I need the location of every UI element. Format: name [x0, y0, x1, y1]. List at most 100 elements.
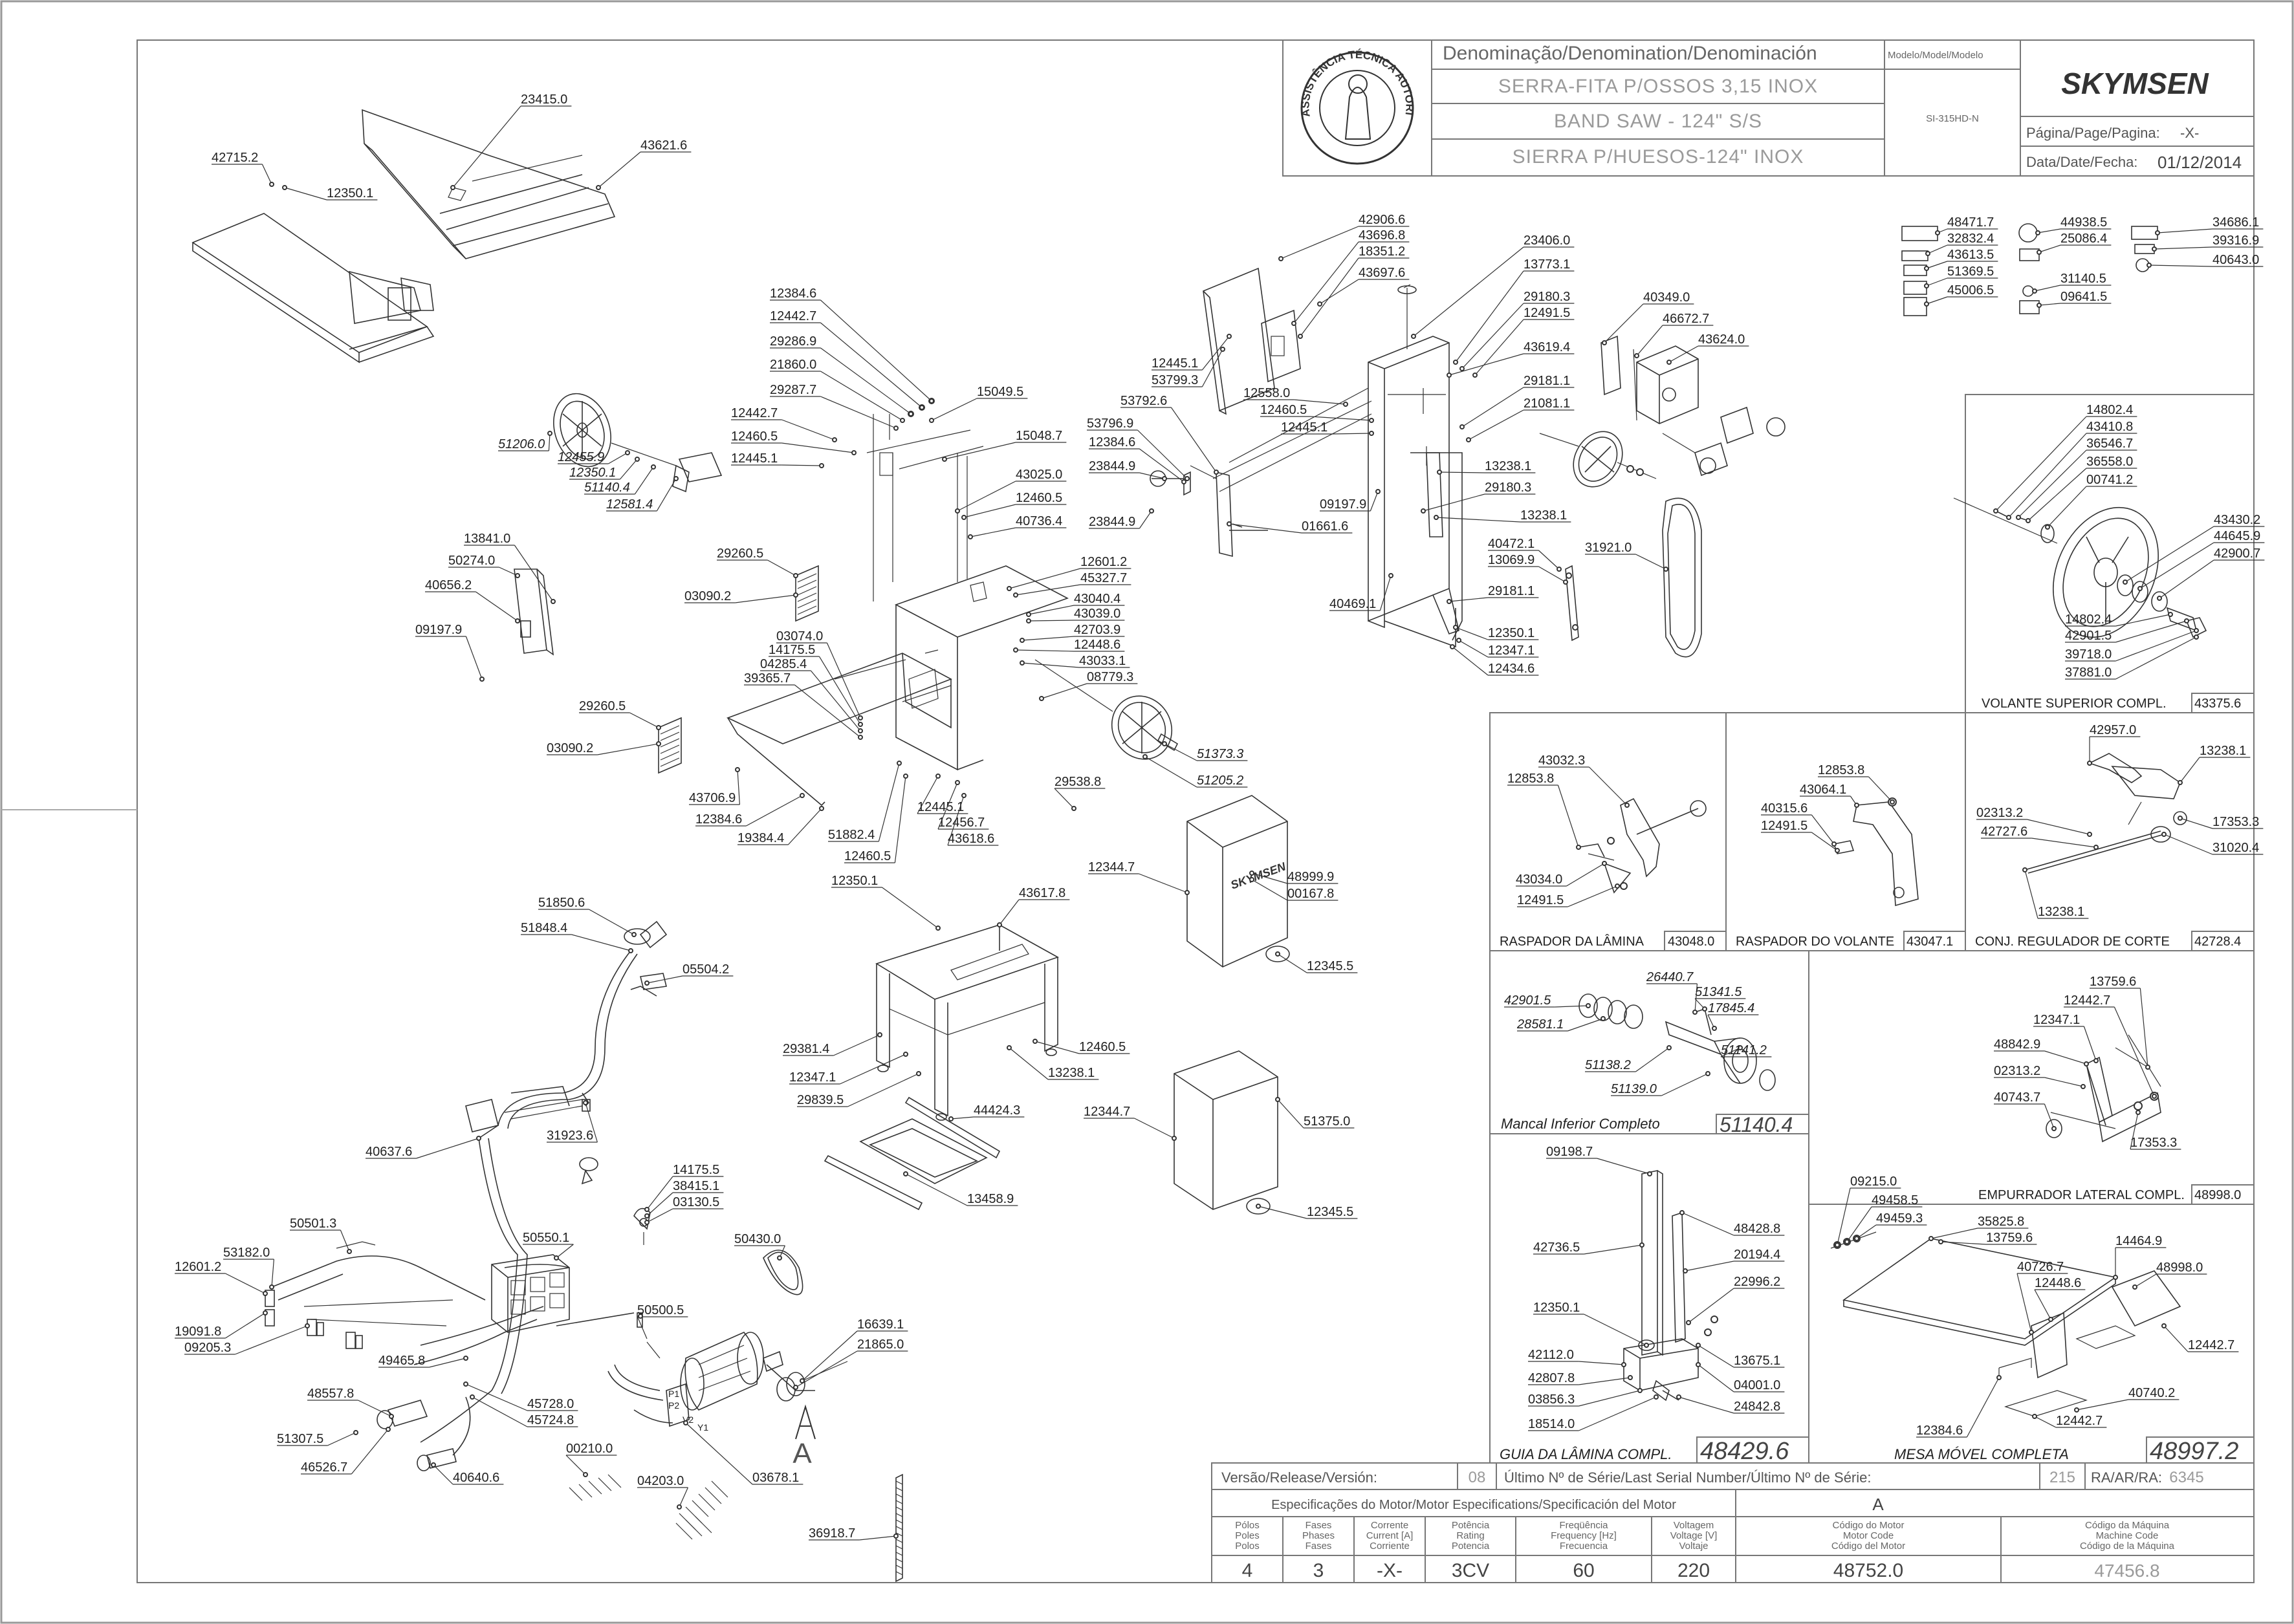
part-number-label: 12345.5: [1307, 959, 1353, 973]
leader-line: [1311, 416, 1372, 421]
part-number-label: 23844.9: [1089, 515, 1135, 529]
spec-header-power: Rating: [1456, 1530, 1484, 1541]
part-number-label: 43033.1: [1079, 654, 1126, 668]
leader-point: [1450, 644, 1455, 649]
leader-point: [1214, 470, 1219, 475]
part-callout: 21081.1: [1466, 396, 1575, 442]
part-callout: 12347.1: [2033, 1013, 2099, 1063]
part-number-label: 40656.2: [425, 578, 472, 592]
spec-header-poles: Pólos: [1235, 1520, 1260, 1531]
part-number-label: 12456.7: [938, 816, 985, 830]
spec-header-poles: Poles: [1235, 1530, 1260, 1541]
leader-point: [1026, 612, 1031, 617]
leader-line: [2114, 1006, 2155, 1097]
leader-point: [673, 476, 679, 481]
part-callout: 12442.7: [2161, 1323, 2239, 1352]
part-number-label: 13238.1: [1520, 508, 1567, 523]
part-callout: 13238.1: [2022, 867, 2089, 919]
leader-point: [1447, 599, 1452, 604]
part-callout: 09198.7: [1546, 1145, 1652, 1176]
leader-point: [908, 411, 913, 417]
leader-point: [683, 1420, 688, 1425]
raspador-lamina-drawing: [1578, 797, 1707, 894]
part-callout: 12350.1: [1453, 625, 1539, 640]
leader-line: [735, 594, 796, 603]
leader-line: [820, 371, 903, 421]
part-callout: 09205.3: [184, 1323, 310, 1355]
leader-line: [284, 187, 327, 200]
part-number-label: 43410.8: [2086, 420, 2133, 434]
leader-line: [1584, 1314, 1647, 1346]
part-callout: 51206.0: [498, 431, 552, 451]
blade-guard-bracket: [1565, 565, 1579, 642]
leader-line: [833, 1034, 880, 1056]
code-regulador-corte: 42728.4: [2194, 935, 2241, 949]
leader-line: [878, 763, 900, 842]
leader-point: [1738, 1045, 1743, 1050]
part-callout: 31921.0: [1585, 541, 1668, 572]
part-callout: 12460.5: [844, 774, 908, 863]
leader-point: [2016, 515, 2021, 520]
part-number-label: 49458.5: [1872, 1193, 1918, 1207]
spec-header-voltage: Voltagem: [1674, 1520, 1714, 1531]
spec-header-current: Corriente: [1370, 1541, 1410, 1552]
leader-point: [793, 592, 798, 598]
leader-line: [271, 1259, 274, 1288]
leader-point: [1679, 1210, 1685, 1215]
part-number-label: 40736.4: [1016, 514, 1062, 528]
part-number-label: 46526.7: [301, 1460, 347, 1475]
leader-point: [858, 728, 863, 733]
leader-line: [1597, 1158, 1650, 1175]
part-callout: 51882.4: [828, 761, 902, 842]
leader-line: [1015, 649, 1075, 652]
part-number-label: 18514.0: [1528, 1417, 1575, 1431]
part-callout: 02313.2: [1994, 1064, 2086, 1089]
leader-line: [646, 1176, 673, 1210]
leader-point: [1007, 586, 1012, 591]
part-number-label: 42807.8: [1528, 1371, 1575, 1385]
product-name-pt: SERRA-FITA P/OSSOS 3,15 INOX: [1498, 76, 1818, 97]
leader-line: [2179, 757, 2200, 783]
part-callout: 44424.3: [948, 1103, 1025, 1121]
part-callout: 43618.6: [947, 793, 999, 846]
part-callout: 16639.1: [800, 1317, 908, 1383]
leader-line: [1926, 277, 1948, 287]
part-number-label: 40740.2: [2128, 1386, 2175, 1400]
leader-line: [767, 559, 796, 576]
leader-line: [685, 1422, 753, 1485]
part-number-label: 23415.0: [521, 92, 567, 107]
leader-point: [2037, 303, 2042, 308]
leader-line: [2034, 1289, 2051, 1320]
leader-point: [800, 793, 805, 798]
part-callout: 12434.6: [1450, 644, 1539, 676]
part-number-label: 13458.9: [967, 1192, 1014, 1206]
part-number-label: 14175.5: [769, 643, 815, 657]
part-number-label: 12460.5: [731, 429, 778, 444]
leader-line: [1538, 550, 1560, 570]
leader-line: [465, 636, 483, 680]
leader-line: [1926, 296, 1948, 305]
part-number-label: 40637.6: [366, 1145, 412, 1159]
leader-point: [386, 1427, 391, 1432]
part-number-label: 23844.9: [1089, 459, 1135, 473]
leader-point: [819, 806, 824, 811]
leader-line: [2038, 303, 2061, 306]
leader-point: [2168, 612, 2173, 617]
leader-point: [1925, 251, 1930, 256]
leader-line: [1452, 646, 1489, 676]
part-number-label: 12601.2: [1080, 555, 1127, 569]
code-raspador-volante: 43047.1: [1906, 935, 1953, 949]
part-callout: 40726.7: [2016, 1260, 2068, 1335]
part-number-label: 53796.9: [1087, 417, 1133, 431]
part-number-label: 34686.1: [2212, 215, 2259, 230]
part-number-label: 19384.4: [737, 831, 784, 845]
part-callout: 04285.4: [760, 657, 863, 733]
spec-header-current: Corrente: [1371, 1520, 1408, 1531]
motor-letter: A: [1872, 1495, 1884, 1514]
part-callout: 50550.1: [523, 1231, 574, 1261]
leader-point: [1666, 360, 1672, 365]
leader-line: [1688, 1288, 1734, 1323]
leader-point: [2113, 1275, 2118, 1280]
